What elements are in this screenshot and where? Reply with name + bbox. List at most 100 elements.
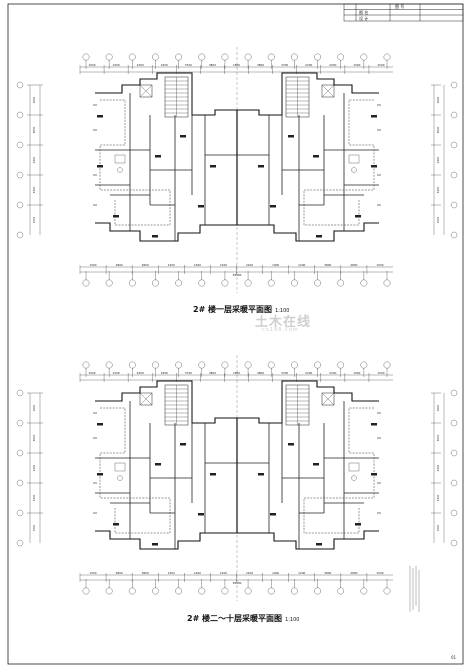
title-block-row3: 设 计 [359,15,369,21]
heating-pipe-left [99,99,171,226]
top-dimension-label: 1800 [233,371,240,375]
top-dimension-label: 2200 [161,371,168,375]
axis-bubble-top [314,361,321,369]
heating-pipe-left [99,407,171,534]
overall-dimension-label: 38900 [233,273,242,277]
bathroom-fixture [114,154,126,164]
bottom-dimension-label: 1500 [376,571,383,575]
radiator [198,513,204,516]
axis-bubble-top [360,53,368,61]
toilet-fixture [117,167,123,173]
radiator [258,473,264,476]
axis-bubble-top [82,361,90,369]
elevator-cross [139,392,153,406]
axis-bubble-top [175,361,182,369]
side-dimension-label: 1500 [32,524,36,531]
axis-bubble-top [128,361,136,369]
top-dimension-label: 3800 [209,371,216,375]
bottom-dimension-label: 1200 [168,571,175,575]
axis-bubble-top [337,361,345,369]
side-dimension-label: 3600 [436,434,440,441]
title-block-row1: 图 号 [395,4,405,9]
bathroom-fixture [114,462,126,472]
axis-bubble-top [383,53,391,61]
right-axis-bubble [450,111,458,119]
axis-bubble-bottom [337,587,345,595]
axis-bubble-bottom [360,587,368,595]
building-outline-left [95,380,238,550]
radiator [97,423,103,426]
radiator [371,115,377,118]
bottom-dimension-label: 2800 [350,263,357,267]
axis-bubble-bottom [128,587,136,595]
radiator [210,473,216,476]
axis-bubble-top [314,53,321,61]
axis-bubble-top [82,53,90,61]
top-dimension-label: 2200 [137,63,144,67]
radiator [355,215,361,218]
radiator [198,205,204,208]
axis-bubble-bottom [175,587,182,595]
bottom-dimension-label: 1400 [272,263,279,267]
side-dimension-label: 1500 [436,216,440,223]
axis-bubble-top [175,53,182,61]
top-dimension-label: 1500 [377,371,384,375]
title-block [343,3,464,22]
axis-bubble-bottom [314,279,321,287]
title-block-row2: 图 名 [359,10,369,15]
top-dimension-label: 1500 [88,371,95,375]
bottom-dimension-label: 2100 [220,263,227,267]
radiator [371,165,377,168]
axis-bubble-bottom [337,279,345,287]
side-dimension-label: 2400 [436,156,440,163]
right-axis-bubble [450,449,458,457]
axis-bubble-bottom [360,279,368,287]
radiator [313,463,319,466]
side-dimension-label: 3400 [32,186,36,193]
watermark-sub: co188.com [262,327,299,333]
axis-bubble-bottom [267,587,275,595]
top-dimension-label: 3700 [281,63,288,67]
radiator [152,543,158,546]
axis-bubble-bottom [267,279,275,287]
right-axis-bubble [450,201,458,209]
right-axis-bubble [450,171,458,179]
left-axis-bubble [16,419,24,427]
axis-bubble-bottom [383,587,391,595]
toilet-fixture [351,475,357,481]
radiator [316,543,322,546]
top-dimension-label: 1500 [377,63,384,67]
side-dimension-label: 2400 [436,464,440,471]
axis-bubble-top [291,53,298,61]
axis-bubble-top [198,361,206,369]
axis-bubble-bottom [244,587,252,595]
elevator-box [321,84,335,98]
plan-title-1-text: 2# 楼一层采暖平面图 [193,305,273,314]
bottom-dimension-label: 2800 [116,263,123,267]
axis-bubble-bottom [152,587,159,595]
axis-bubble-bottom [198,279,206,287]
axis-bubble-bottom [82,587,90,595]
top-dimension-label: 1800 [233,63,240,67]
left-axis-bubble [16,201,24,209]
radiator [258,165,264,168]
radiator [316,235,322,238]
left-axis-bubble [16,539,24,547]
bottom-dimension-label: 1400 [272,571,279,575]
side-dimension-label: 1600 [32,96,36,103]
top-dimension-label: 2200 [161,63,168,67]
axis-bubble-top [267,53,275,61]
radiator [97,473,103,476]
left-axis-bubble [16,479,24,487]
top-dimension-label: 1500 [353,63,360,67]
axis-bubble-top [291,361,298,369]
top-dimension-label: 3800 [209,63,216,67]
elevator-box [321,392,335,406]
side-dimension-label: 3600 [436,126,440,133]
building-outline-right [236,380,379,550]
